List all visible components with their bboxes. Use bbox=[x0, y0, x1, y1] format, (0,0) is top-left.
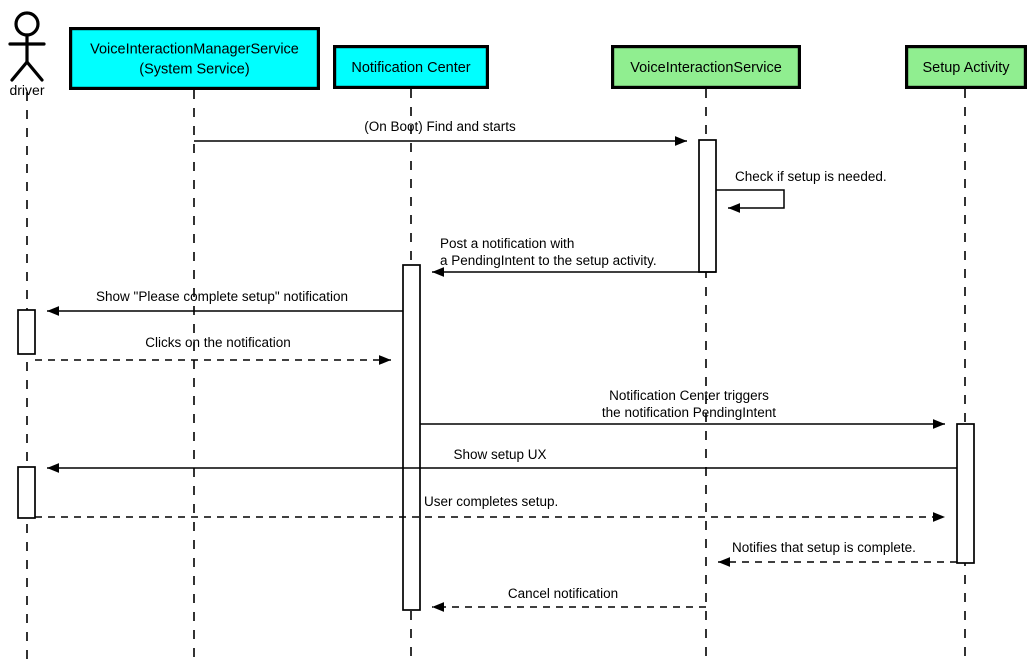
actor-leg-left-icon bbox=[10, 60, 29, 82]
message-label: User completes setup. bbox=[424, 494, 558, 509]
participant-setup_activity[interactable]: Setup Activity bbox=[904, 44, 1027, 89]
message-self-arrow bbox=[716, 189, 785, 213]
activation-bar-setup_activity bbox=[956, 423, 975, 564]
message-label: Clicks on the notification bbox=[145, 335, 291, 350]
participant-label-vis: VoiceInteractionService bbox=[630, 60, 782, 76]
message-msg-trigger-pendingintent[interactable]: Notification Center triggers the notifica… bbox=[420, 388, 945, 429]
message-msg-post-notification[interactable]: Post a notification with a PendingIntent … bbox=[432, 236, 716, 277]
message-msg-user-completes-setup[interactable]: User completes setup. bbox=[35, 494, 945, 522]
message-msg-check-setup[interactable]: Check if setup is needed. bbox=[716, 169, 887, 213]
message-msg-show-notification[interactable]: Show "Please complete setup" notificatio… bbox=[47, 289, 403, 316]
activation-bar-notification_center bbox=[402, 264, 421, 611]
message-label: Show "Please complete setup" notificatio… bbox=[96, 289, 348, 304]
message-msg-clicks-notification[interactable]: Clicks on the notification bbox=[35, 335, 391, 365]
activation-bar-driver bbox=[17, 309, 36, 355]
participant-box-setup_activity[interactable] bbox=[904, 44, 1027, 89]
message-label: the notification PendingIntent bbox=[602, 405, 776, 420]
participant-vims[interactable]: VoiceInteractionManagerService (System Se… bbox=[68, 27, 321, 90]
message-label: (On Boot) Find and starts bbox=[364, 119, 516, 134]
message-label: Notification Center triggers bbox=[609, 388, 769, 403]
participant-label-driver: driver bbox=[9, 82, 44, 98]
participant-label-notification_center: Notification Center bbox=[351, 60, 470, 76]
actor-head-icon bbox=[14, 11, 40, 37]
participant-box-notification_center[interactable] bbox=[333, 44, 490, 89]
message-label: Notifies that setup is complete. bbox=[732, 540, 916, 555]
message-msg-show-setup-ux[interactable]: Show setup UX bbox=[47, 447, 957, 473]
message-msg-cancel-notification[interactable]: Cancel notification bbox=[432, 586, 706, 612]
participant-sublabel-vims: (System Service) bbox=[139, 61, 249, 77]
participants-layer: driver VoiceInteractionManagerService (Sys… bbox=[8, 11, 1027, 98]
message-label: Post a notification with bbox=[440, 236, 574, 251]
message-msg-on-boot[interactable]: (On Boot) Find and starts bbox=[194, 119, 687, 146]
participant-vis[interactable]: VoiceInteractionService bbox=[610, 44, 801, 89]
message-label: Show setup UX bbox=[453, 447, 546, 462]
participant-box-vis[interactable] bbox=[610, 44, 801, 89]
participant-box-vims[interactable] bbox=[68, 27, 321, 90]
activation-bar-vis bbox=[698, 139, 717, 273]
participant-label-vims: VoiceInteractionManagerService bbox=[90, 41, 299, 57]
message-label: Cancel notification bbox=[508, 586, 618, 601]
participant-label-setup_activity: Setup Activity bbox=[922, 60, 1010, 76]
message-label: a PendingIntent to the setup activity. bbox=[440, 253, 657, 268]
activations-layer bbox=[17, 139, 975, 611]
participant-notification_center[interactable]: Notification Center bbox=[333, 44, 490, 89]
actor-leg-right-icon bbox=[25, 60, 44, 82]
message-msg-notifies-complete[interactable]: Notifies that setup is complete. bbox=[718, 540, 957, 567]
activation-bar-driver bbox=[17, 466, 36, 519]
message-label: Check if setup is needed. bbox=[735, 169, 887, 184]
participant-driver[interactable]: driver bbox=[8, 11, 46, 98]
